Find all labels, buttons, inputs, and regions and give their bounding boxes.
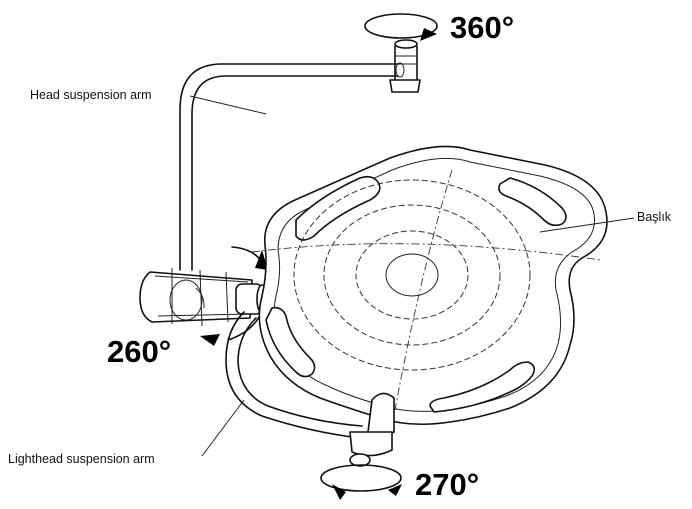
lighthead (251, 145, 608, 426)
leader-head (539, 217, 635, 233)
leader-head-arm (189, 95, 267, 115)
bottom-rotation-arrow (320, 464, 402, 500)
ceiling-mount (389, 39, 421, 93)
joint-housing (139, 268, 268, 327)
top-rotation-arrow (364, 13, 438, 41)
head-suspension-arm (179, 62, 405, 271)
bottom-handle (349, 392, 395, 467)
angle-left: 260° (107, 334, 171, 369)
leader-lighthead-arm (201, 399, 245, 457)
label-head-suspension-arm: Head suspension arm (30, 88, 152, 102)
angle-bottom: 270° (415, 467, 479, 502)
angle-top: 360° (450, 10, 514, 45)
label-lighthead-suspension-arm: Lighthead suspension arm (8, 452, 155, 466)
label-head: Başlık (637, 210, 672, 224)
